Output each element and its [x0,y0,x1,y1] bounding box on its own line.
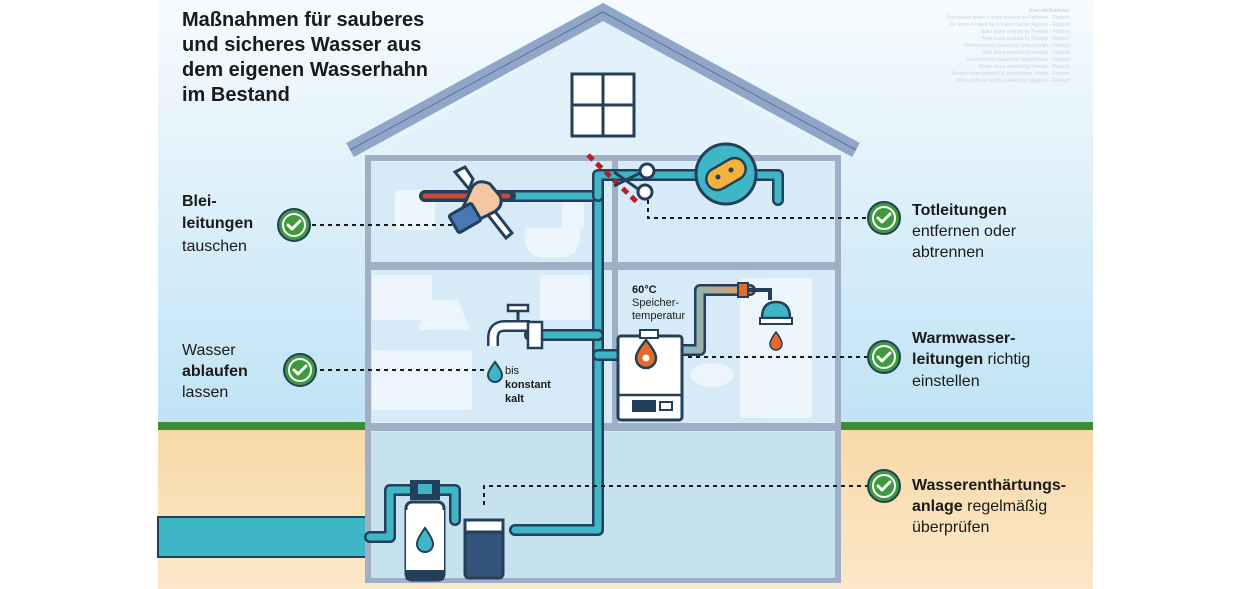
water-drop-icon [486,360,504,383]
roof-outline [349,11,857,151]
title: Maßnahmen für sauberes und sicheres Wass… [182,9,428,106]
measure-tot-line-1: Totleitungen [912,202,1007,219]
measure-blei-line-2: leitungen [182,215,253,232]
temperature-line-2: temperatur [632,310,686,322]
attribution-line: Kitchen icons created by Smg Design - Fl… [965,43,1070,49]
scissors-icon [613,162,656,201]
attribution-line: Sink icons created by Freepik - Flaticon [982,50,1070,56]
measure-enth: Wasserenthärtungs- anlage regelmäßig übe… [912,477,1066,536]
measure-wasser-line-1: Wasser [182,342,236,359]
title-line-2: und sicheres Wasser aus [182,34,421,56]
wall-divider [612,158,618,423]
attribution-line: Tree icons created by Freepik - Flaticon [982,36,1070,42]
check-icon-enth [867,469,901,503]
measure-blei-line-3: tauschen [182,238,247,255]
measure-warm-line-1: Warmwasser- [912,330,1015,347]
attribution-line: Boiler icons created by Freepik - Flatic… [979,64,1070,70]
faucet-icon [487,303,544,350]
measure-tot-line-3: abtrennen [912,244,984,261]
measure-warm-line-2: leitungen richtig [912,351,1030,368]
cold-label: bis konstant kalt [505,365,551,405]
attribution-line: Faucet icons created by Smashicons - Fla… [966,57,1070,63]
boiler-icon [616,329,684,422]
temperature-label: 60°C Speicher- temperatur [632,284,686,322]
icon-attribution: Icon attributions: Frontwater sheet + ic… [947,8,1070,84]
measure-warm-line-2-rest: richtig [983,351,1030,368]
cold-line-2: konstant [505,379,551,391]
measure-wasser-line-3: lassen [182,384,228,401]
supply-pipe [157,516,371,558]
measure-enth-line-2-bold: anlage [912,498,963,515]
measure-warm-line-3: einstellen [912,373,980,390]
measure-tot-line-2: entfernen oder [912,223,1017,240]
check-icon-blei [277,208,311,242]
bacteria-icon [694,142,758,206]
measure-enth-line-1: Wasserenthärtungs- [912,477,1066,494]
cold-line-3: kalt [505,393,524,405]
attribution-line: Water softener icons created by nangicon… [956,78,1070,84]
attic-window [570,72,636,138]
check-icon-wasser [283,353,317,387]
title-line-1: Maßnahmen für sauberes [182,9,424,31]
title-line-4: im Bestand [182,84,290,106]
water-softener-icon [404,480,446,582]
measure-blei: Blei- leitungen tauschen [182,193,253,255]
dashed-connectors [312,200,868,505]
measure-tot: Totleitungen entfernen oder abtrennen [912,202,1017,261]
measure-enth-line-2: anlage regelmäßig [912,498,1047,515]
attribution-line: Shower icons created by photo3idea_studi… [951,71,1070,77]
check-icon-warm [867,340,901,374]
brine-tank-icon [463,518,505,580]
attribution-line: Toilet icons created by Freepik - Flatic… [981,29,1071,35]
temperature-value: 60°C [632,284,657,296]
hand-wrench-icon [447,165,515,241]
attribution-heading: Icon attributions: [1029,8,1070,14]
measure-enth-line-2-rest: regelmäßig [963,498,1047,515]
temperature-line-1: Speicher- [632,297,679,309]
measure-warm-line-2-bold: leitungen [912,351,983,368]
check-icon-tot [867,201,901,235]
attribution-line: Pin icons created by Creative Cahier Age… [949,22,1070,28]
cold-line-1: bis [505,365,520,377]
measure-enth-line-3: überprüfen [912,519,989,536]
title-line-3: dem eigenen Wasserhahn [182,59,428,81]
pipe-cut-marks [586,153,642,207]
measure-wasser-line-2: ablaufen [182,363,248,380]
attribution-line: Frontwater sheet + icons created by Fath… [947,15,1070,21]
measure-wasser: Wasser ablaufen lassen [182,342,248,401]
room-silhouettes [372,190,812,418]
shower-icon [737,282,793,351]
measure-warm: Warmwasser- leitungen richtig einstellen [912,330,1030,390]
measure-blei-line-1: Blei- [182,193,217,210]
